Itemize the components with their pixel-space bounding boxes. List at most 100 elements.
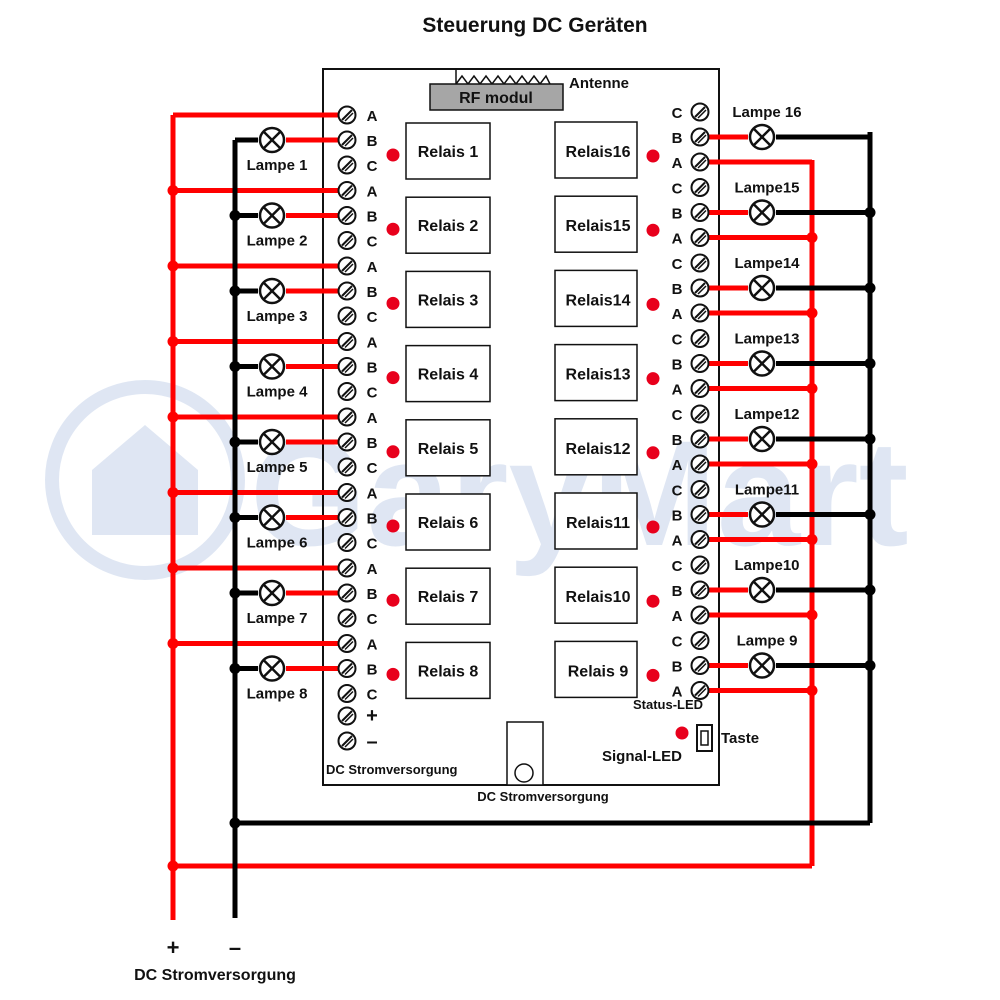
terminal-letter-ch7-a: A [367, 561, 378, 578]
junction-pos-ch11 [806, 534, 818, 545]
terminal-ch7-b-slot-2 [344, 590, 354, 600]
relay-label-14: Relais14 [566, 292, 631, 309]
terminal-ch11-a-slot [694, 533, 706, 546]
terminal-ch11-c-slot-2 [697, 486, 707, 497]
terminal-ch3-b-slot-2 [344, 288, 354, 298]
relay-7 [405, 567, 491, 625]
terminal-ch10-b-slot-2 [697, 587, 707, 597]
terminal-ch2-c-slot-2 [344, 237, 354, 248]
terminal-ch13-c-slot [694, 332, 706, 345]
lamp-12-cross-b [753, 430, 771, 448]
junction-pos-ch6 [167, 487, 179, 498]
terminal-ch8-a-slot-2 [344, 640, 354, 651]
lamp-label-1: Lampe 1 [247, 157, 308, 174]
relay-label-11: Relais11 [566, 515, 630, 532]
junction-neg-ch13 [864, 358, 876, 369]
junction-neg-ch6 [229, 512, 241, 523]
lamp-label-9: Lampe 9 [737, 633, 798, 650]
terminal-ch3-a-slot-2 [344, 263, 354, 273]
terminal-ch16-a-slot [694, 156, 706, 168]
junction-pos-ch8 [167, 638, 179, 649]
relay-label-3: Relais 3 [418, 292, 479, 309]
lamp-label-6: Lampe 6 [247, 535, 308, 552]
supply-label: DC Stromversorgung [134, 967, 296, 984]
wire-junctions [167, 185, 876, 872]
terminal-ch9-b-slot-2 [697, 662, 707, 673]
terminal-letter-ch10-a: A [672, 608, 683, 625]
lamp-label-2: Lampe 2 [247, 233, 308, 250]
relay-6 [405, 493, 491, 551]
terminal-ch12-b-slot-2 [697, 436, 707, 446]
lamp-6-cross-b [263, 508, 281, 527]
relay-14 [554, 269, 638, 328]
relay-9 [554, 640, 638, 699]
lamp-label-7: Lampe 7 [247, 610, 308, 627]
terminal-ch14-b-slot-2 [697, 285, 707, 295]
negative-wiring [232, 132, 873, 918]
lamp-label-4: Lampe 4 [247, 384, 309, 401]
rf-module [429, 83, 564, 111]
terminal-ch4-b-slot-2 [344, 363, 354, 374]
terminal-letter-ch13-a: A [672, 382, 683, 399]
terminal-ch10-b-slot [694, 584, 706, 596]
terminal-ch8-c-slot [341, 687, 353, 700]
junction-neg-ch14 [864, 282, 876, 294]
dc-power-jack-socket [514, 763, 534, 783]
terminal-ch3-a-slot [341, 260, 353, 272]
antenna-coil [455, 68, 551, 86]
lamp-label-10: Lampe10 [734, 557, 799, 574]
terminal-ch5-b-slot-2 [344, 439, 354, 449]
terminal-ch14-c-slot [694, 257, 706, 269]
terminal-ch5-b-slot [341, 436, 353, 448]
terminal-ch11-b-slot-2 [697, 511, 707, 522]
terminal-ch6-b-slot [341, 511, 353, 524]
terminal-letter-ch5-c: C [367, 460, 378, 477]
terminal-ch8-a-slot [341, 637, 353, 650]
bottom-power-label: DC Stromversorgung [477, 789, 609, 804]
lamp-2-cross-b [263, 206, 281, 225]
terminal-ch12-b-slot [694, 433, 706, 445]
terminal-letter-ch3-c: C [367, 309, 378, 326]
junction-pos-ch12 [806, 458, 818, 470]
terminal-ch16-a-slot-2 [697, 159, 707, 169]
relay-led-6 [386, 519, 400, 533]
relay-led-12 [646, 446, 660, 460]
relay-label-1: Relais 1 [418, 144, 479, 161]
lamp-16-cross-b [753, 128, 771, 146]
terminal-ch4-c-slot-2 [344, 388, 354, 399]
junction-neg-ch7 [229, 587, 241, 599]
terminal-ch1-c-slot [341, 159, 353, 171]
junction-neg-ch2 [229, 210, 241, 221]
terminal-ch9-b-slot [694, 659, 706, 672]
terminal-power-minus-slot-2 [344, 738, 354, 748]
relay-label-12: Relais12 [566, 441, 631, 458]
terminal-power-plus-slot-2 [344, 713, 354, 723]
terminal-ch4-b-slot [341, 360, 353, 373]
terminal-ch1-b-slot [341, 134, 353, 146]
relay-label-10: Relais10 [566, 589, 631, 606]
supply-minus-label: – [229, 935, 241, 960]
relay-led-1 [386, 148, 400, 162]
relay-4 [405, 344, 491, 403]
terminal-ch12-a-slot [694, 458, 706, 470]
terminal-letter-ch6-c: C [367, 536, 378, 553]
terminal-letter-ch10-c: C [672, 558, 683, 575]
terminal-ch6-a-slot-2 [344, 489, 354, 500]
terminal-power-plus-slot [341, 710, 353, 722]
lamp-15-cross-b [753, 203, 771, 222]
relay-label-13: Relais13 [566, 367, 631, 384]
junction-neg-ch4 [229, 361, 241, 372]
junction-pos-ch10 [806, 609, 818, 621]
junction-neg-ch3 [229, 285, 241, 297]
lamp-13-cross-b [753, 354, 771, 373]
terminal-ch13-a-slot [694, 382, 706, 395]
relay-led-3 [386, 296, 400, 310]
terminal-ch10-c-slot-2 [697, 562, 707, 572]
relay-led-13 [646, 372, 660, 386]
terminal-letter-ch7-c: C [367, 611, 378, 628]
terminal-ch9-a-slot [694, 684, 706, 697]
terminal-letter-ch16-c: C [672, 105, 683, 122]
junction-neg-ch8 [229, 663, 241, 674]
terminal-ch7-a-slot [341, 562, 353, 574]
